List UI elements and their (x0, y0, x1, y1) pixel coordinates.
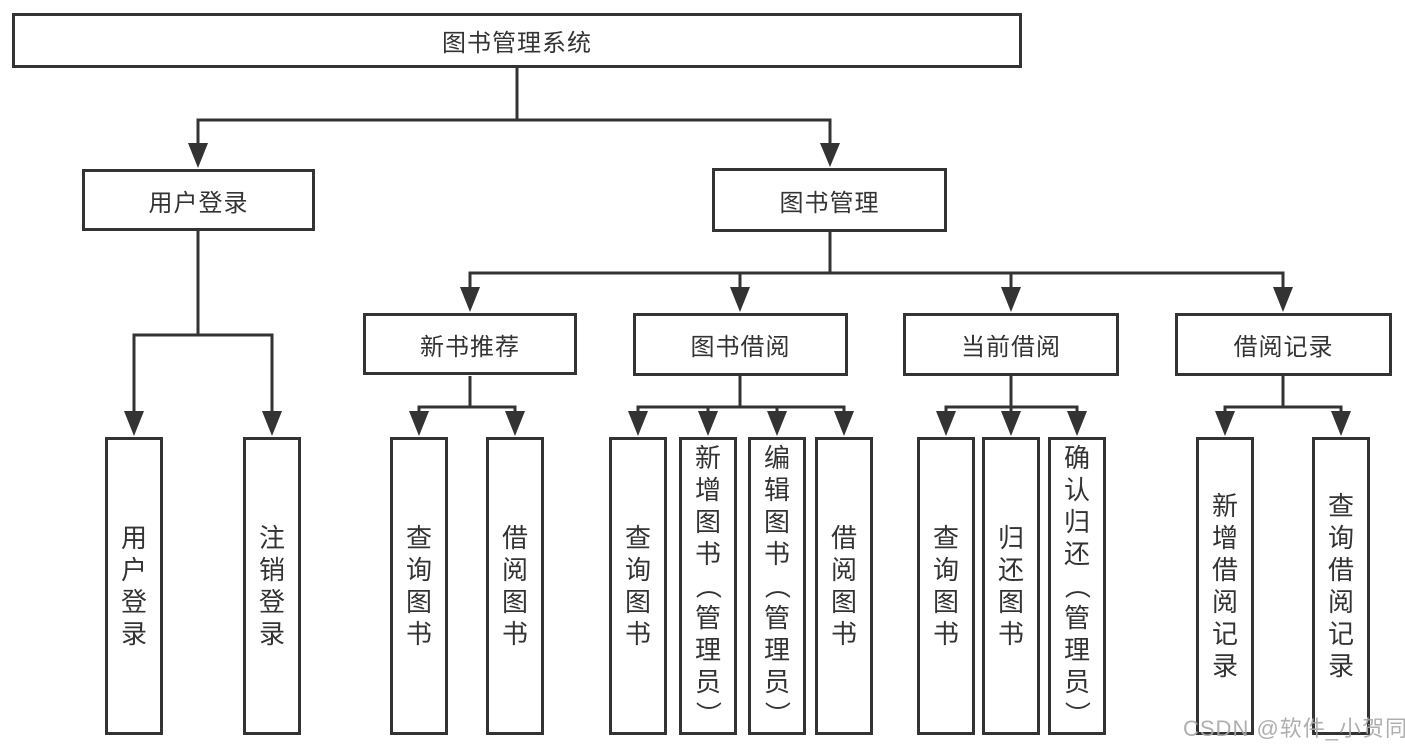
leaf-query-books-recommend: 查询图书 (390, 437, 448, 735)
leaf-add-books-admin: 新增图书（管理员） (679, 437, 737, 735)
leaf-query-borrow-record: 查询借阅记录 (1312, 437, 1370, 735)
leaf-borrow-books-borrowing: 借阅图书 (815, 437, 873, 735)
leaf-return-books: 归还图书 (982, 437, 1040, 735)
leaf-logout: 注销登录 (243, 437, 301, 735)
leaf-confirm-return-admin: 确认归还（管理员） (1048, 437, 1106, 735)
node-book-management: 图书管理 (712, 168, 947, 232)
leaf-edit-books-admin: 编辑图书（管理员） (748, 437, 806, 735)
leaf-query-books-borrowing: 查询图书 (609, 437, 667, 735)
leaf-add-borrow-record: 新增借阅记录 (1196, 437, 1254, 735)
root-node-library-system: 图书管理系统 (12, 13, 1022, 68)
node-book-borrowing: 图书借阅 (633, 313, 848, 376)
node-new-book-recommend: 新书推荐 (363, 313, 577, 375)
leaf-borrow-books-recommend: 借阅图书 (486, 437, 544, 735)
node-current-borrowing: 当前借阅 (903, 313, 1119, 376)
csdn-watermark: CSDN @软件_小贺同学 (1183, 716, 1405, 741)
leaf-query-books-current: 查询图书 (917, 437, 975, 735)
node-user-login: 用户登录 (82, 169, 315, 231)
leaf-user-login: 用户登录 (105, 437, 163, 735)
node-borrowing-records: 借阅记录 (1175, 313, 1392, 376)
